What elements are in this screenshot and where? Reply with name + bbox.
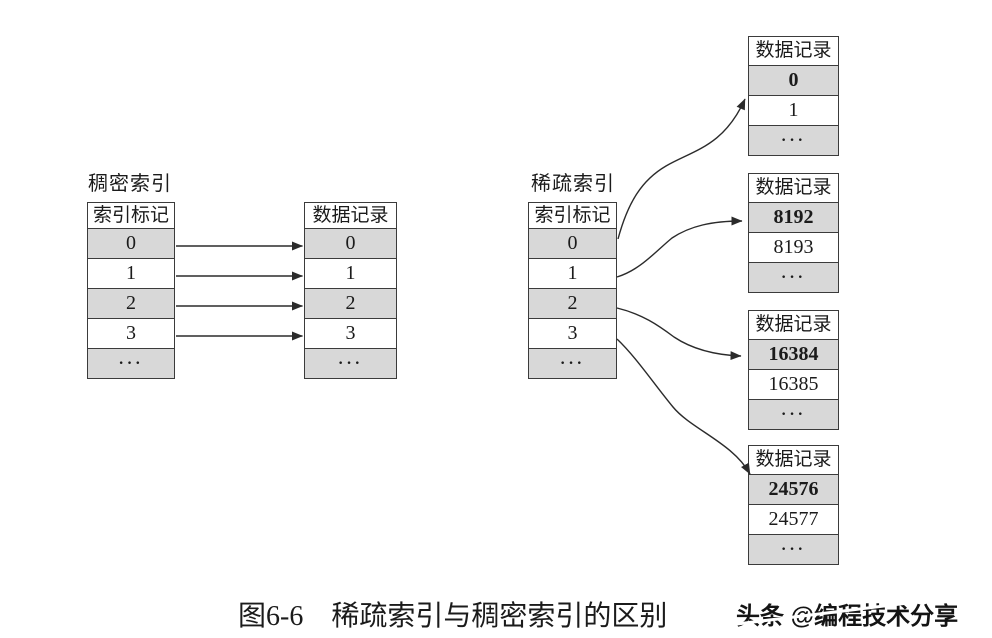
table-row: 1 — [88, 258, 174, 288]
table-row: 16385 — [749, 369, 838, 399]
table-row: 1 — [305, 258, 396, 288]
table-row: 8192 — [749, 203, 838, 232]
table-row: 24576 — [749, 475, 838, 504]
table-row: 1 — [529, 258, 616, 288]
dense-data-table-header: 数据记录 — [305, 203, 396, 229]
table-row-ellipsis: ··· — [305, 348, 396, 378]
table-row: 0 — [749, 66, 838, 95]
table-row: 0 — [88, 229, 174, 258]
table-row: 2 — [305, 288, 396, 318]
table-row-ellipsis: ··· — [749, 534, 838, 564]
table-row: 2 — [88, 288, 174, 318]
sparse-data-table-block-0: 数据记录 0 1 ··· — [748, 36, 839, 156]
sparse-data-table-block-2: 数据记录 16384 16385 ··· — [748, 310, 839, 430]
table-row: 8193 — [749, 232, 838, 262]
table-row: 3 — [305, 318, 396, 348]
table-row: 1 — [749, 95, 838, 125]
sparse-arrow-3-to-block-3 — [616, 338, 751, 475]
table-row-ellipsis: ··· — [529, 348, 616, 378]
table-row: 24577 — [749, 504, 838, 534]
table-row: 3 — [88, 318, 174, 348]
figure-caption: 图6-6 稀疏索引与稠密索引的区别 — [238, 601, 668, 632]
data-table-header: 数据记录 — [749, 311, 838, 340]
watermark-text: 头条 @编程技术分享 — [736, 603, 959, 630]
table-row: 16384 — [749, 340, 838, 369]
dense-index-table-header: 索引标记 — [88, 203, 174, 229]
sparse-index-table: 索引标记 0 1 2 3 ··· — [528, 202, 617, 379]
table-row: 2 — [529, 288, 616, 318]
table-row: 0 — [529, 229, 616, 258]
sparse-arrow-1-to-block-1 — [616, 216, 743, 278]
sparse-index-table-header: 索引标记 — [529, 203, 616, 229]
sparse-arrow-2-to-block-2 — [616, 307, 742, 361]
dense-index-table: 索引标记 0 1 2 3 ··· — [87, 202, 175, 379]
table-row: 3 — [529, 318, 616, 348]
data-table-header: 数据记录 — [749, 174, 838, 203]
sparse-data-table-block-3: 数据记录 24576 24577 ··· — [748, 445, 839, 565]
data-table-header: 数据记录 — [749, 37, 838, 66]
table-row-ellipsis: ··· — [749, 262, 838, 292]
table-row: 0 — [305, 229, 396, 258]
dense-index-label: 稠密索引 — [88, 173, 172, 195]
dense-data-table: 数据记录 0 1 2 3 ··· — [304, 202, 397, 379]
sparse-data-table-block-1: 数据记录 8192 8193 ··· — [748, 173, 839, 293]
sparse-arrow-0-to-block-0 — [617, 98, 746, 240]
table-row-ellipsis: ··· — [88, 348, 174, 378]
table-row-ellipsis: ··· — [749, 399, 838, 429]
table-row-ellipsis: ··· — [749, 125, 838, 155]
sparse-index-label: 稀疏索引 — [531, 173, 615, 195]
data-table-header: 数据记录 — [749, 446, 838, 475]
